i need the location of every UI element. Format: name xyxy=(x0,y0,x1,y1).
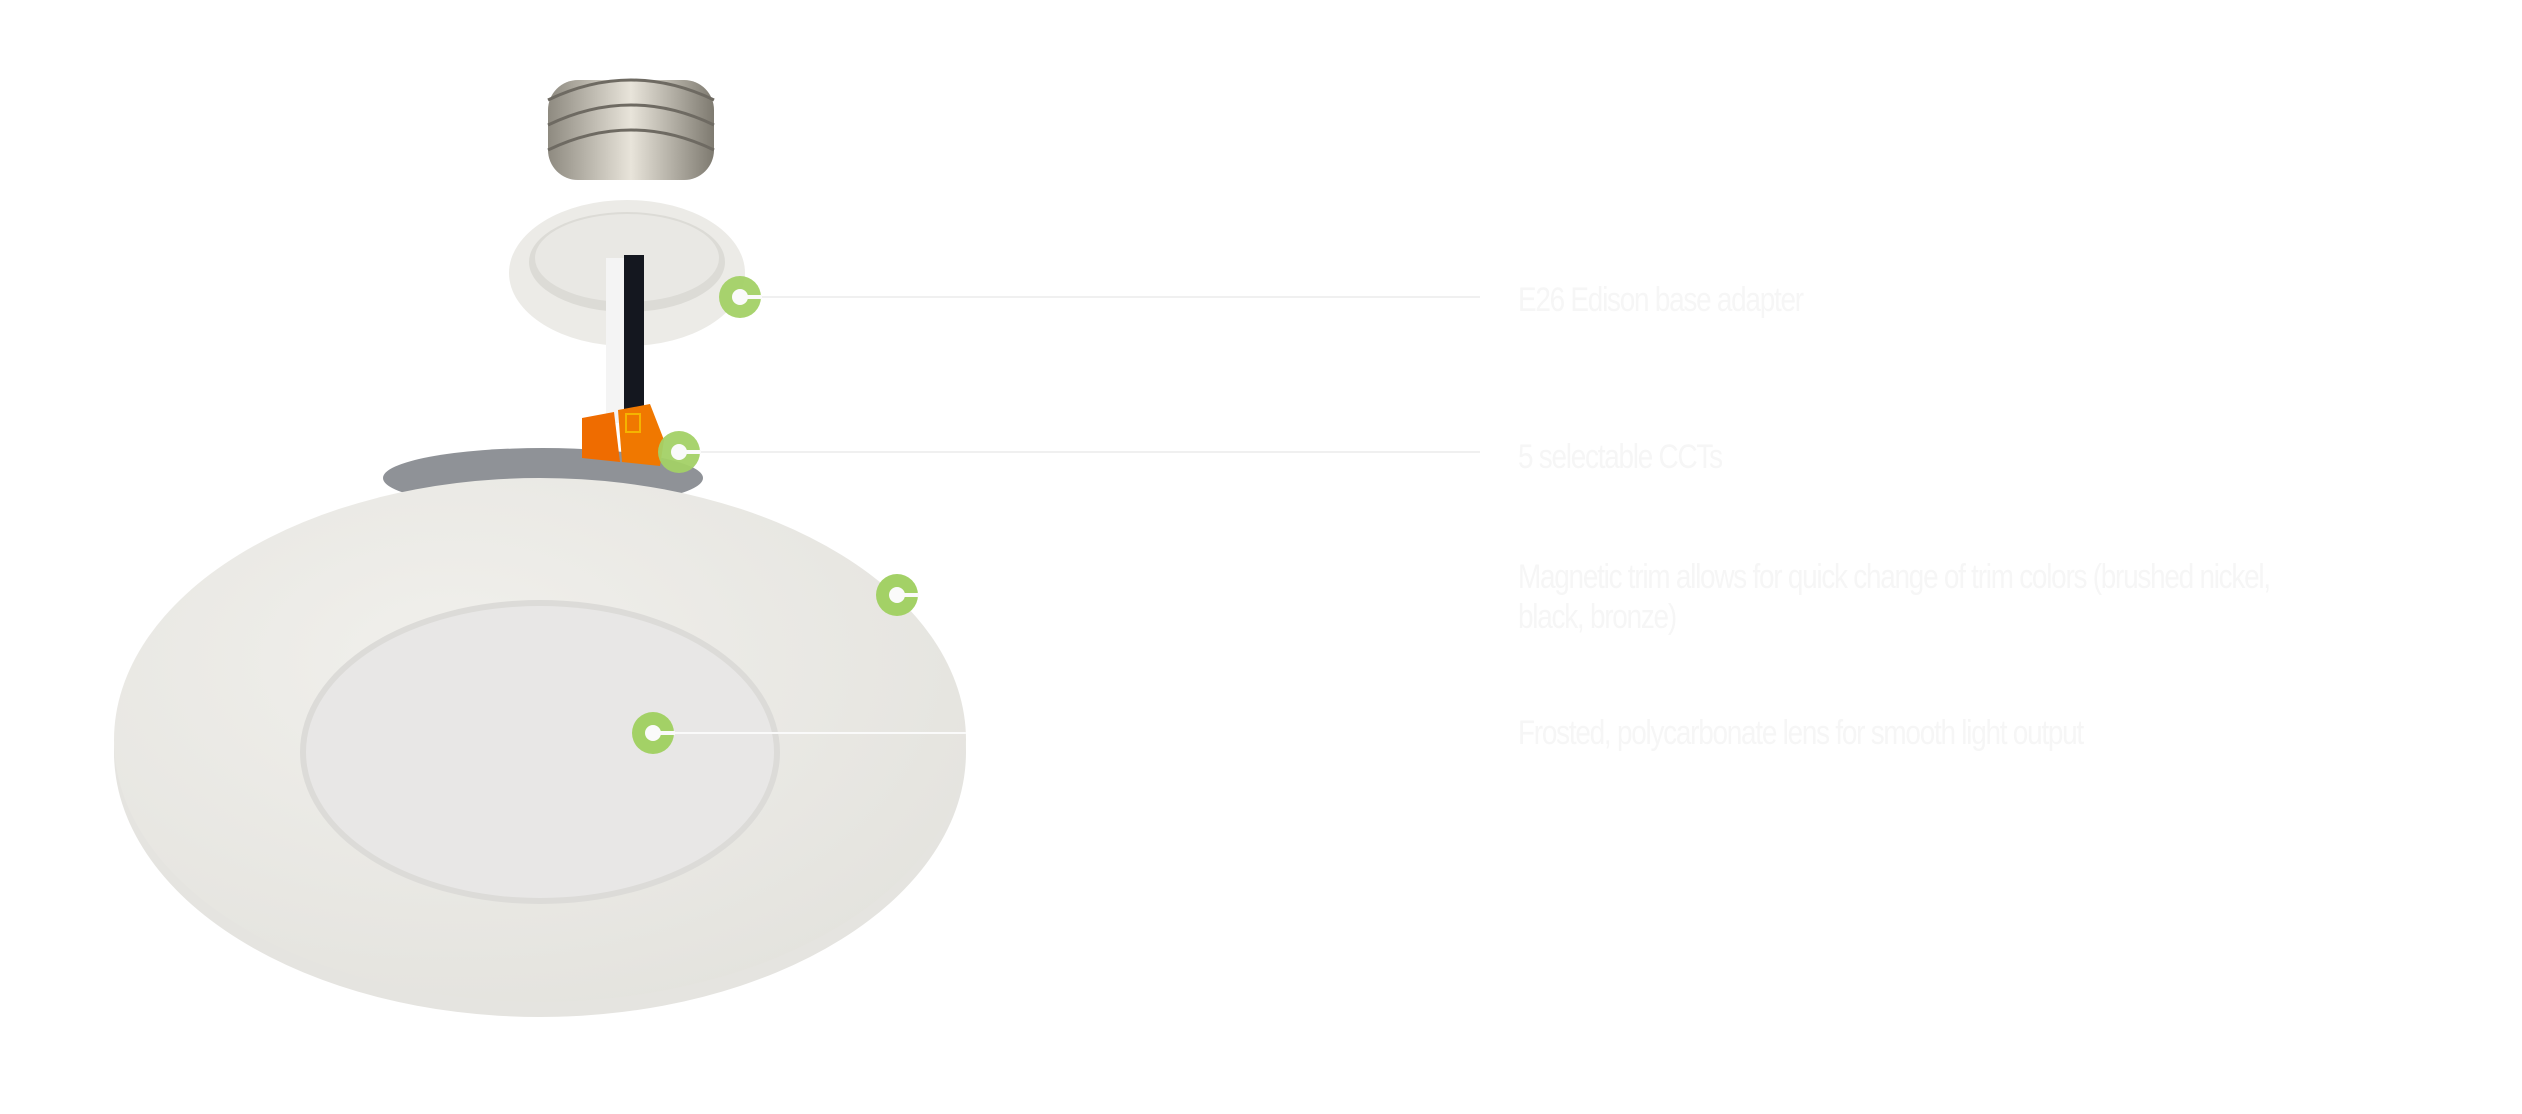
feature-edison-base: E26 Edison base adapter xyxy=(1518,281,1804,319)
feature-magnetic-trim-cont: black, bronze) xyxy=(1518,598,1677,636)
cct-connector xyxy=(582,404,664,466)
marker-trim[interactable] xyxy=(876,574,919,616)
marker-edison[interactable] xyxy=(719,276,762,318)
callout-lines xyxy=(665,296,1480,734)
callout-markers xyxy=(632,276,919,754)
cable xyxy=(606,255,644,425)
lens xyxy=(306,606,774,898)
marker-cct[interactable] xyxy=(658,431,701,473)
marker-lens[interactable] xyxy=(632,712,675,754)
trim xyxy=(114,478,966,1017)
feature-magnetic-trim: Magnetic trim allows for quick change of… xyxy=(1518,558,2271,596)
feature-lens: Frosted, polycarbonate lens for smooth l… xyxy=(1518,714,2084,752)
feature-cct: 5 selectable CCTs xyxy=(1518,438,1723,476)
